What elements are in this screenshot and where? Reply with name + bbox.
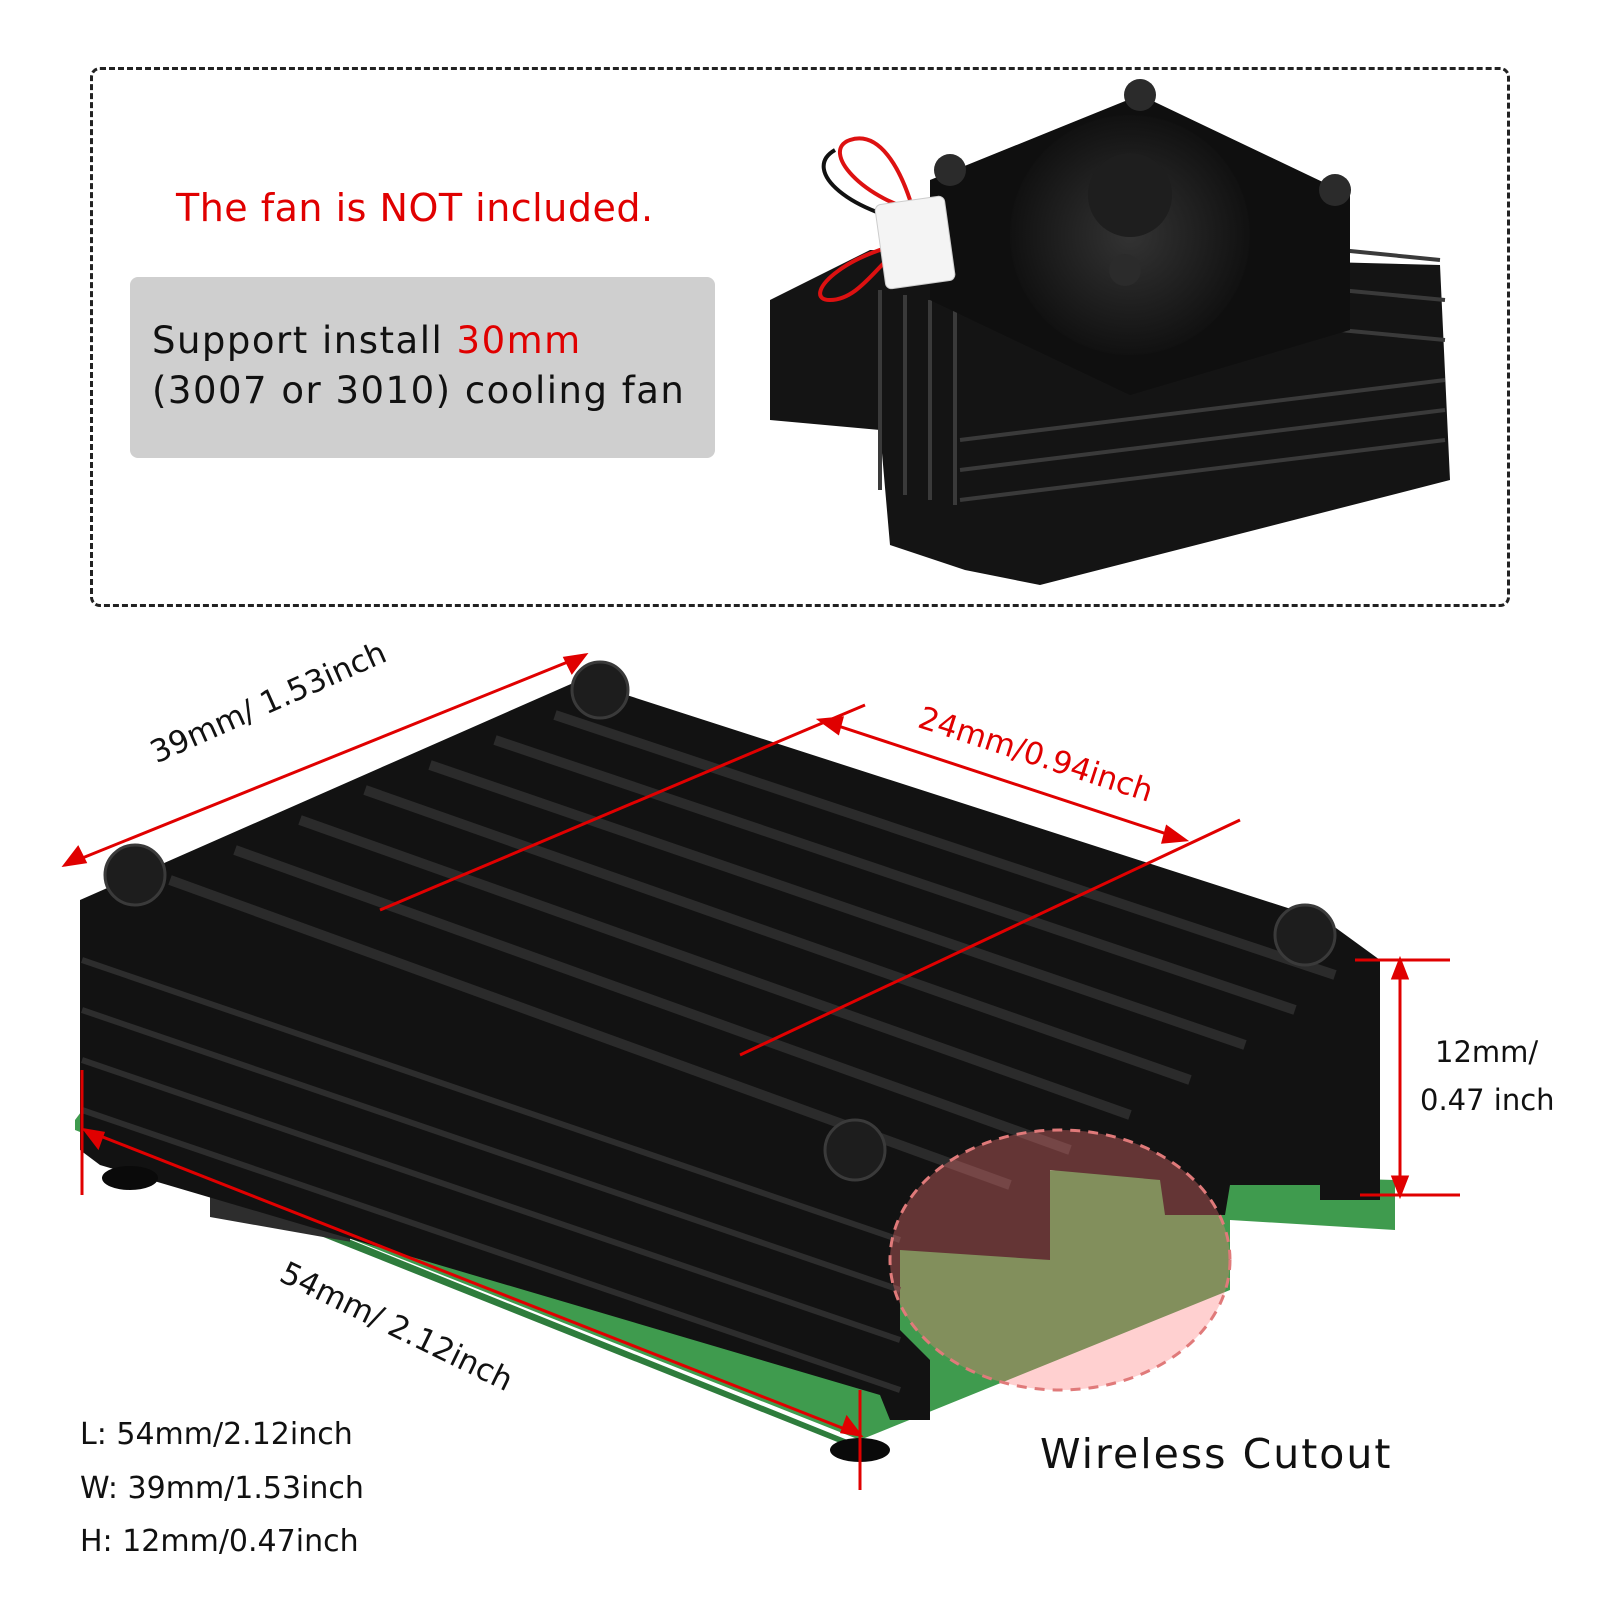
heatsink-case-image — [80, 660, 1380, 1462]
support-size-accent: 30mm — [456, 319, 582, 362]
spec-height: H: 12mm/0.47inch — [80, 1524, 359, 1559]
support-line-1: Support install 30mm — [152, 319, 582, 362]
height-dimension-label-2: 0.47 inch — [1420, 1083, 1555, 1117]
spec-width: W: 39mm/1.53inch — [80, 1471, 364, 1506]
heatsink-with-fan-image — [770, 79, 1450, 585]
support-prefix: Support install — [152, 319, 457, 362]
wireless-cutout-highlight — [888, 1128, 1232, 1392]
support-line-2: (3007 or 3010) cooling fan — [152, 369, 686, 412]
fan-info-panel — [90, 67, 1510, 607]
wireless-cutout-label: Wireless Cutout — [1040, 1430, 1393, 1478]
fan-not-included-note: The fan is NOT included. — [176, 186, 654, 230]
dimension-lines — [61, 652, 1460, 1490]
height-dimension-label-1: 12mm/ — [1435, 1035, 1539, 1069]
fan-support-box: Support install 30mm (3007 or 3010) cool… — [130, 277, 715, 458]
spec-length: L: 54mm/2.12inch — [80, 1417, 353, 1452]
